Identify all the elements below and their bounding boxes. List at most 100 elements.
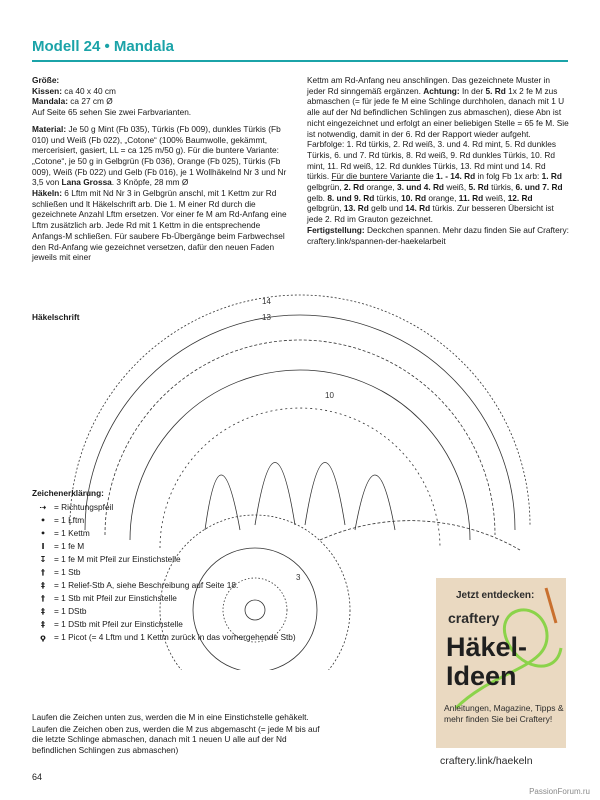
bunt-label: Für die buntere Variante [331,171,421,182]
single-crochet-arrow-icon: ↧ [39,554,47,564]
chart-petal-4 [354,474,396,531]
chart-arc-outer [69,294,531,526]
size-note: Auf Seite 65 sehen Sie zwei Farbvariante… [32,107,192,118]
right-column: Kettm am Rd-Anfang neu anschlingen. Das … [307,75,569,252]
page-number: 64 [32,772,43,782]
chart-center-ring [244,599,266,621]
legend-item: ↧ = 1 fe M mit Pfeil zur Einstichstelle [32,554,262,564]
legend-item: •= 1 Kettm [32,528,262,538]
chart-arc-r11 [104,339,496,536]
bunt-color: gelb. [307,192,325,203]
bunt-color: türkis. Zur besseren Übersicht ist jede … [307,203,554,225]
legend-item: • = 1 Lftm [32,515,262,525]
material-text: Je 50 g Mint (Fb 035), Türkis (Fb 009), … [32,123,287,188]
bunt-round: 8. und 9. Rd [327,192,375,203]
legend-note: Laufen die Zeichen oben zus, werden die … [32,723,320,755]
size-mandala-label: Mandala: [32,96,68,107]
legend-text: = 1 fe M mit Pfeil zur Einstichstelle [54,554,181,564]
chart-center-mid [192,547,318,670]
legend-item: ⇢ = Richtungspfeil [32,502,262,512]
size-mandala-value: ca 27 cm Ø [70,96,113,107]
bunt-color: gelb und [371,203,403,214]
bunt-color: gelbgrün, [307,182,342,193]
bunt-color: türkis, [376,192,399,203]
bunt-round: 2. Rd [343,182,365,193]
achtung-label: Achtung: [423,85,460,96]
chart-arc-r9 [129,369,471,541]
legend-text: = 1 Relief-Stb A, siehe Beschreibung auf… [54,580,239,590]
bunt-round: 11. Rd [458,192,484,203]
left-column: Größe: Kissen: ca 40 x 40 cm Mandala: ca… [32,75,294,269]
legend-item: †= 1 Stb mit Pfeil zur Einstichstelle [32,593,262,603]
chain-stitch-icon: • [40,515,46,525]
size-label: Größe: [32,75,60,85]
ad-brand: craftery [448,610,500,626]
bunt-round: 5. Rd [468,182,489,193]
chart-petal-1 [204,474,241,531]
chart-round-label: 3 [296,573,301,582]
size-block: Größe: Kissen: ca 40 x 40 cm Mandala: ca… [32,75,294,118]
chart-center-outer [159,514,351,670]
chart-arc-r6 [159,407,441,549]
legend-item: I = 1 fe M [32,541,262,551]
legend-text: = 1 fe M [54,541,85,551]
legend-text: = Richtungspfeil [54,502,114,512]
farbfolge-text: Farbfolge: 1. Rd türkis, 2. Rd weiß, 3. … [307,139,557,182]
legend: Zeichenerklärung: ⇢= Richtungspfeil •= 1… [32,488,296,645]
chart-arc-r13 [84,314,516,531]
fertig-label: Fertigstellung: [307,224,365,235]
legend-text: = 1 Stb [54,567,81,577]
ad-link[interactable]: craftery.link/haekeln [440,755,533,767]
double-crochet-arrow-icon: † [40,593,46,603]
treble-crochet-icon: ‡ [40,606,46,616]
title-divider [32,60,568,62]
material-block: Material: Je 50 g Mint (Fb 035), Türkis … [32,124,294,263]
direction-arrow-icon: ⇢ [39,502,47,512]
single-crochet-icon: I [41,541,45,551]
legend-text: = 1 DStb mit Pfeil zur Einstichstelle [54,619,183,629]
instructions-block: Kettm am Rd-Anfang neu anschlingen. Das … [307,75,569,246]
ad-headline: Häkel- Ideen [446,633,527,691]
chart-petal-3 [304,462,346,526]
ad-headline-line1: Häkel- [446,632,528,662]
ad-teaser: Jetzt entdecken: [456,590,535,601]
bunt-text1: in folg Fb 1x arb: [477,171,540,182]
legend-notes: Laufen die Zeichen unten zus, werden die… [32,712,332,756]
treble-crochet-arrow-icon: ‡ [40,619,46,629]
achtung-round: 5. Rd [485,85,506,96]
material-label: Material: [32,123,67,134]
legend-item: †= 1 Stb [32,567,262,577]
relief-stitch-icon: ‡ [40,580,46,590]
bunt-round: 13. Rd [343,203,369,214]
hakeln-label: Häkeln: [32,188,62,199]
bunt-color: orange, [428,192,457,203]
achtung-text: 1x 2 fe M zus abmaschen (= für jede fe M… [307,85,569,139]
bunt-color: gelbgrün, [307,203,342,214]
size-kissen-value: ca 40 x 40 cm [64,85,116,96]
bunt-round: 1. Rd [541,171,562,182]
crochet-chart: 14 13 10 3 [69,294,531,670]
legend-text: = 1 DStb [54,606,87,616]
bunt-color: weiß, [446,182,467,193]
ad-swoosh-icon [454,587,563,710]
ad-headline-line2: Ideen [446,661,517,691]
legend-item: ‡ = 1 DStb [32,606,262,616]
bunt-round: 10. Rd [401,192,427,203]
bunt-color: türkis, [491,182,514,193]
bunt-pre: die [422,171,434,182]
chart-round-label: 14 [262,297,271,306]
craftery-ad[interactable]: Jetzt entdecken: craftery Häkel- Ideen A… [436,578,566,748]
bunt-color: orange, [366,182,395,193]
ad-blurb: Anleitungen, Magazine, Tipps & mehr find… [444,703,564,724]
legend-text: = 1 Lftm [54,515,85,525]
chart-arc-right [319,520,521,551]
hakeln-text: 6 Lftm mit Nd Nr 3 in Gelbgrün anschl, m… [32,188,287,263]
bunt-color: weiß, [485,192,506,203]
legend-item: ϙ= 1 Picot (= 4 Lftm und 1 Kettm zurück … [32,632,332,642]
bunt-round: 6. und 7. Rd [515,182,563,193]
material-tail: . 3 Knöpfe, 28 mm Ø [111,177,189,188]
legend-title: Zeichenerklärung: [32,488,104,498]
bunt-round: 12. Rd [507,192,533,203]
size-kissen-label: Kissen: [32,85,62,96]
chart-round-label: 10 [325,391,334,400]
